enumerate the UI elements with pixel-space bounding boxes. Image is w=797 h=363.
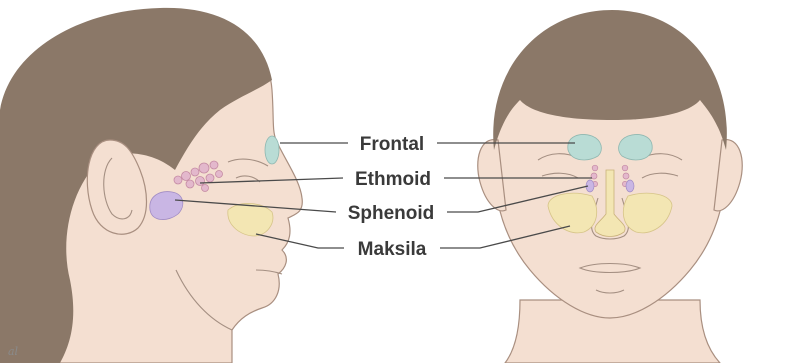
label-sphenoid: Sphenoid xyxy=(348,203,435,224)
front-frontal-sinus-right xyxy=(619,135,653,160)
label-frontal: Frontal xyxy=(360,134,424,155)
artist-signature: al xyxy=(8,345,19,358)
profile-frontal-sinus xyxy=(265,136,279,164)
profile-head xyxy=(0,8,302,363)
label-maksila: Maksila xyxy=(358,239,427,260)
front-frontal-sinus-left xyxy=(568,135,602,160)
labels: Frontal Ethmoid Sphenoid Maksila xyxy=(348,134,435,260)
label-ethmoid: Ethmoid xyxy=(355,169,431,190)
